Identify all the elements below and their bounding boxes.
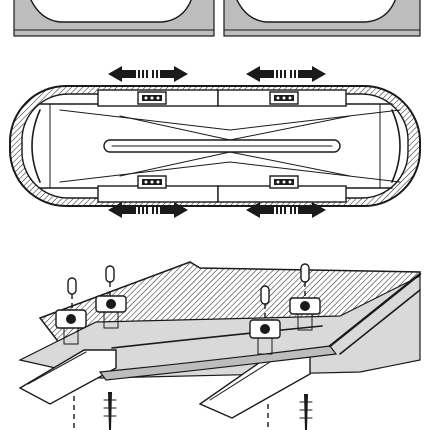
bolt-right-front-top	[260, 285, 270, 320]
slide-arrow-top-right	[246, 66, 326, 82]
clamp-top-right	[269, 91, 299, 105]
clamp-top-left	[137, 91, 167, 105]
screw-left-back-bottom	[103, 392, 117, 430]
clamp-bottom-right	[269, 175, 299, 189]
mounting-detail-view	[18, 261, 422, 419]
roof-box-plan-view	[9, 85, 421, 207]
bracket-right-front	[249, 319, 281, 355]
bracket-right-back	[289, 297, 321, 331]
bolt-left-front-top	[67, 277, 77, 310]
bracket-left-front	[55, 309, 87, 345]
bolt-right-back-top	[300, 263, 310, 298]
clamp-bottom-left	[137, 175, 167, 189]
slide-arrow-top-left	[108, 66, 188, 82]
screw-right-back-bottom	[299, 394, 313, 430]
bracket-left-back	[95, 295, 127, 329]
bolt-left-back-top	[105, 265, 115, 296]
top-rack-strip	[13, 0, 421, 37]
